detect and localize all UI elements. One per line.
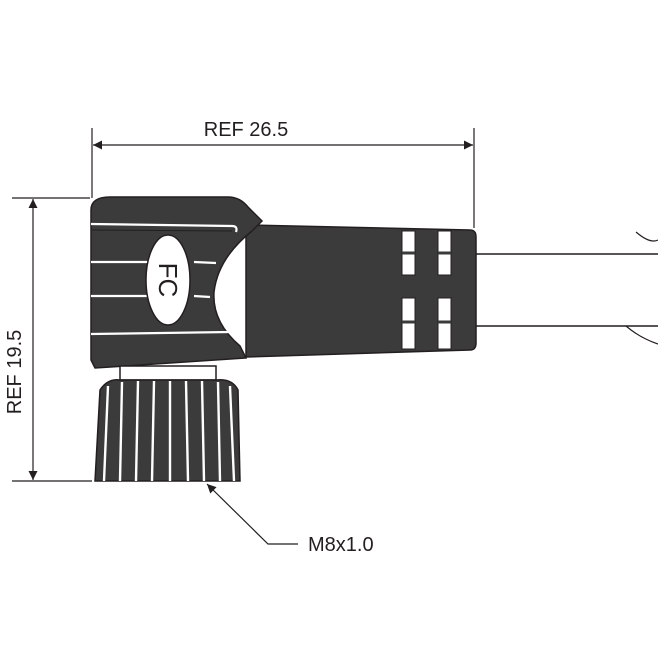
width-label: REF 26.5 bbox=[204, 119, 288, 141]
cable-break-bottom bbox=[625, 325, 658, 345]
grip-rib-1-line bbox=[90, 229, 233, 232]
logo-badge: FC bbox=[145, 234, 191, 326]
thread-label: M8x1.0 bbox=[308, 534, 374, 556]
sleeve-slots bbox=[401, 230, 452, 350]
thread-leader-line bbox=[206, 483, 298, 545]
height-dimension: REF 19.5 bbox=[4, 197, 92, 482]
logo-text: FC bbox=[153, 263, 183, 298]
knurl-ridges bbox=[102, 380, 236, 482]
grip-rib-3 bbox=[91, 294, 211, 299]
logo-oval bbox=[145, 234, 191, 326]
connector-body: FC bbox=[90, 196, 477, 369]
cable-break-top bbox=[635, 231, 658, 242]
thread-callout: M8x1.0 bbox=[206, 483, 374, 556]
cable bbox=[474, 231, 658, 345]
coupling-nut bbox=[94, 365, 241, 482]
grip-rib-4 bbox=[90, 330, 231, 336]
nut-neck bbox=[119, 365, 217, 381]
grip-rib-2 bbox=[91, 260, 217, 265]
grip-rib-1 bbox=[90, 222, 238, 233]
height-label: REF 19.5 bbox=[4, 330, 26, 414]
width-dimension: REF 26.5 bbox=[91, 119, 475, 228]
strain-relief-sleeve bbox=[245, 224, 477, 358]
